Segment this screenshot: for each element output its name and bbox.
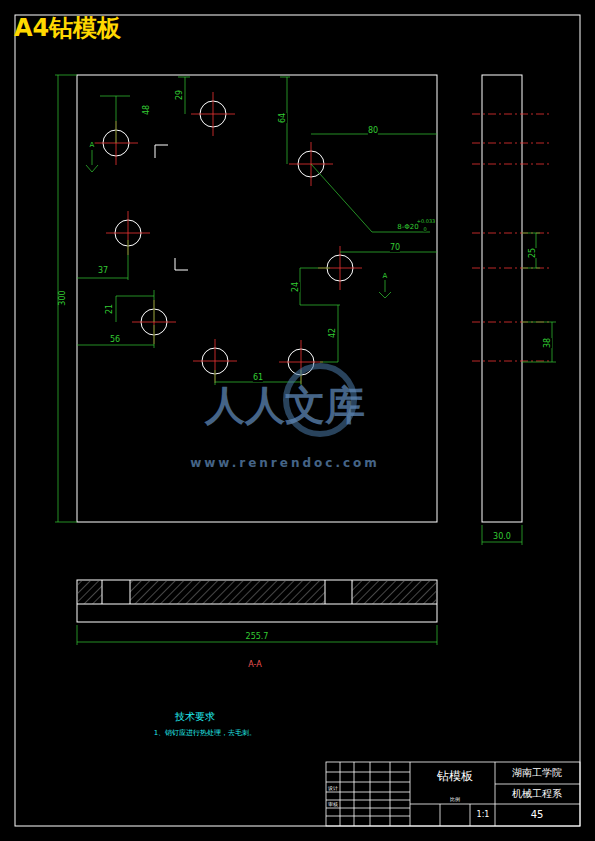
dimension: A xyxy=(383,273,388,280)
dimension: 0 xyxy=(423,227,426,232)
dimension: 24 xyxy=(292,282,300,292)
dimension: 255.7 xyxy=(246,633,269,641)
dimension: 8-Φ20 xyxy=(397,224,418,231)
title-block-cell: 湖南工学院 xyxy=(512,768,562,778)
dimension: 37 xyxy=(98,267,108,275)
title-block-cell: 45 xyxy=(531,810,544,820)
dimension: 64 xyxy=(279,113,287,123)
dimension: 300 xyxy=(59,290,67,305)
dimension: 70 xyxy=(390,244,400,252)
dimension: A xyxy=(90,142,95,149)
watermark: 人人文库 xyxy=(205,385,365,425)
dimension: +0.033 xyxy=(417,219,436,224)
dimension: A-A xyxy=(248,661,261,669)
title-block-cell: 设计 xyxy=(328,786,338,791)
centerline xyxy=(191,92,235,136)
title-block-cell: 比例 xyxy=(450,797,460,802)
title: A4钻模板 xyxy=(14,12,121,44)
title-block-cell: 钻模板 xyxy=(437,770,473,782)
dimension: 42 xyxy=(329,328,337,338)
dimension: 61 xyxy=(253,374,263,382)
note: 技术要求 xyxy=(175,712,215,722)
watermark: www.renrendoc.com xyxy=(190,457,380,469)
dimension: 29 xyxy=(176,90,184,100)
title-block-cell: 审核 xyxy=(328,802,338,807)
dimension: 25 xyxy=(529,248,537,258)
dimension: 38 xyxy=(544,338,552,348)
title-block-cell: 机械工程系 xyxy=(512,789,562,799)
title-block-cell: 1:1 xyxy=(477,811,490,819)
note: 1、销钉应进行热处理，去毛刺。 xyxy=(154,730,256,737)
dimension: 30.0 xyxy=(493,533,511,541)
dimension: 56 xyxy=(110,336,120,344)
dimension: 48 xyxy=(143,105,151,115)
dimension: 80 xyxy=(368,127,378,135)
dimension: 21 xyxy=(106,304,114,314)
